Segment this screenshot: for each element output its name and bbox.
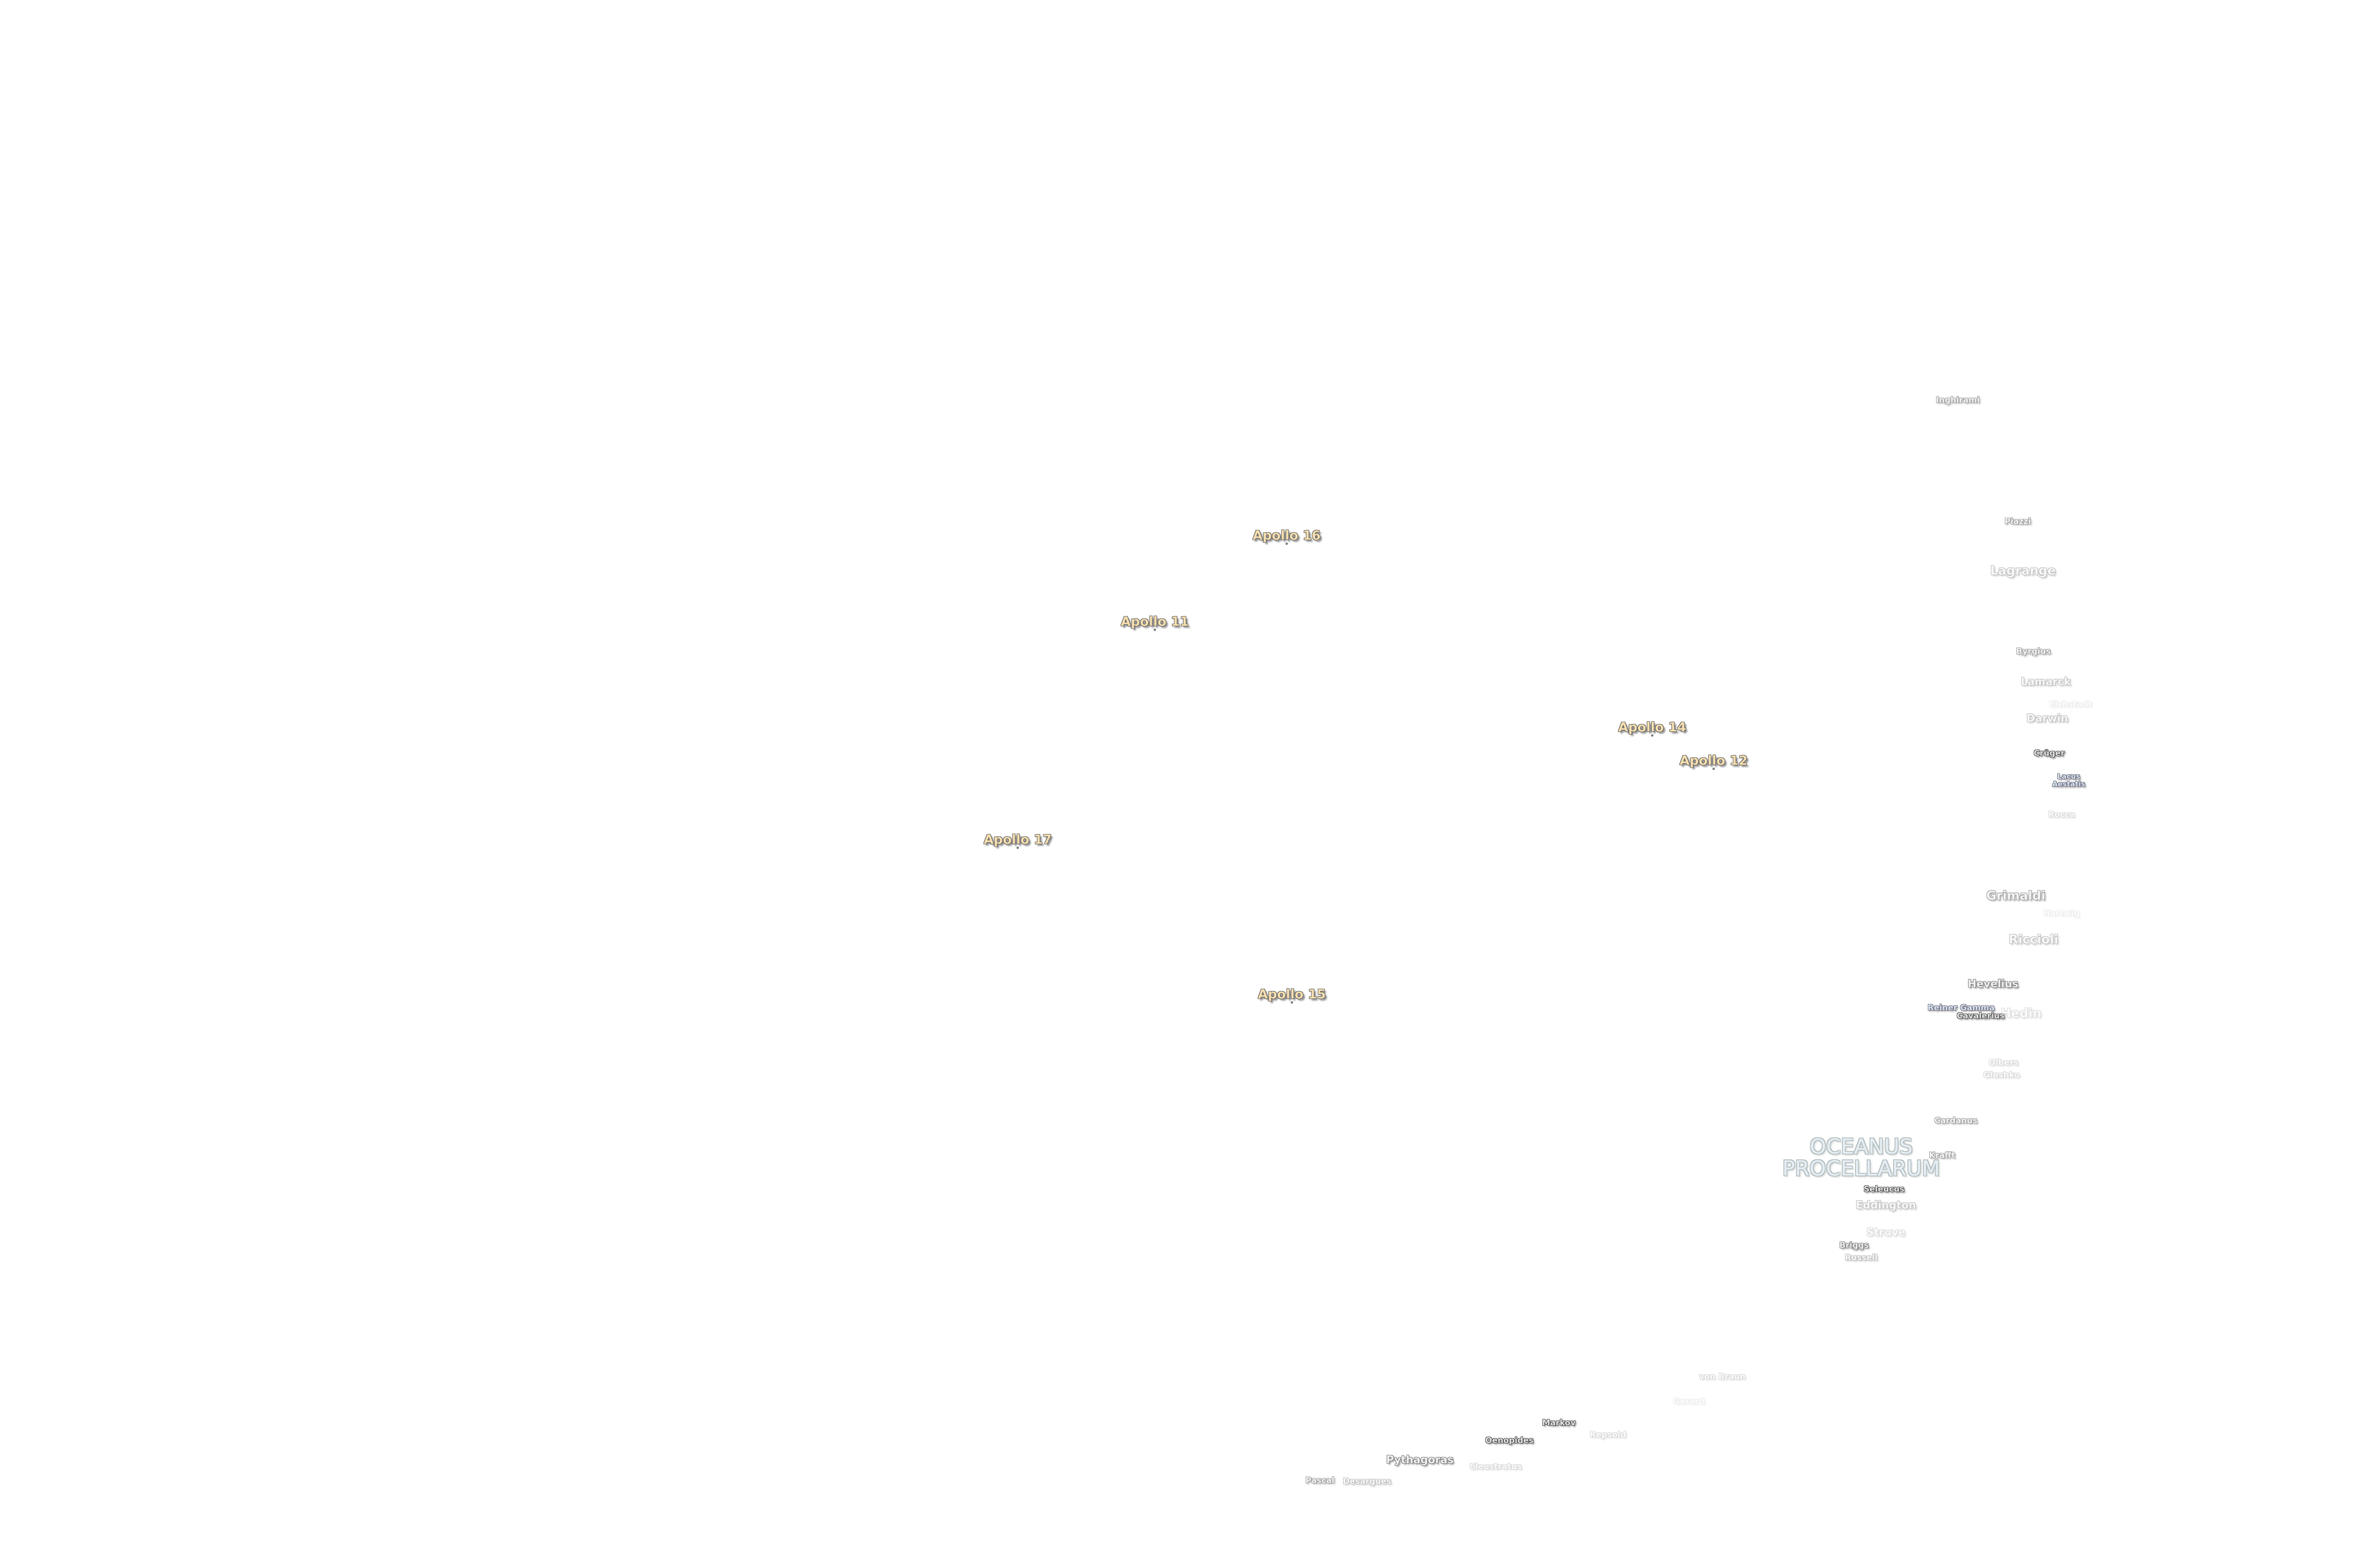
crater-label: Cleostratus — [1469, 1462, 1522, 1472]
crater-label: Olbers — [1988, 1058, 2019, 1068]
crater-label: Struve — [1866, 1226, 1906, 1239]
crater-label: von Braun — [1699, 1372, 1745, 1382]
crater-label: Eddington — [1855, 1199, 1916, 1212]
crater-label: Repsold — [1589, 1430, 1626, 1440]
crater-label: Glushko — [1983, 1070, 2020, 1080]
crater-label: Lamarck — [2021, 676, 2071, 688]
crater-label: Oenopides — [1485, 1436, 1534, 1446]
feature-label-reiner-gamma: Reiner Gamma — [1927, 1003, 1995, 1013]
crater-label: Darwin — [2026, 712, 2068, 725]
crater-label: Cavalerius — [1956, 1011, 2005, 1021]
crater-label: Piazzi — [2004, 517, 2031, 527]
crater-label: Riccioli — [2008, 932, 2059, 947]
crater-label: Gerard — [1673, 1397, 1705, 1407]
crater-label: Grimaldi — [1986, 889, 2046, 903]
crater-label: Lagrange — [1990, 563, 2056, 578]
crater-label: Hevelius — [1967, 978, 2019, 990]
apollo-11-marker[interactable]: Apollo 11 — [1121, 614, 1189, 632]
crater-label: Byrgius — [2016, 647, 2051, 657]
crater-label: Markov — [1542, 1418, 1576, 1428]
crater-label: Hedin — [2001, 1006, 2042, 1021]
sea-label-line: PROCELLARUM — [1782, 1156, 1940, 1181]
crater-label: Krafft — [1929, 1151, 1955, 1161]
apollo-17-marker[interactable]: Apollo 17 — [983, 832, 1052, 850]
apollo-15-marker[interactable]: Apollo 15 — [1258, 987, 1326, 1004]
crater-label: Hartwig — [2043, 909, 2080, 919]
lake-label-line: Aestatis — [2052, 780, 2085, 788]
crater-label: Pascal — [1305, 1476, 1335, 1486]
crater-label: Eichstadt — [2049, 700, 2092, 710]
crater-label: Cardanus — [1934, 1116, 1978, 1126]
lake-label-line: Lacus — [2057, 772, 2081, 781]
crater-label: Seleucus — [1864, 1185, 1904, 1195]
crater-label: Desargues — [1343, 1477, 1391, 1487]
crater-label: Briggs — [1839, 1241, 1869, 1251]
apollo-14-marker[interactable]: Apollo 14 — [1618, 720, 1686, 737]
crater-label: Russell — [1844, 1253, 1878, 1263]
apollo-12-marker[interactable]: Apollo 12 — [1679, 753, 1748, 771]
crater-label: Pythagoras — [1386, 1454, 1454, 1466]
crater-label: Inghirami — [1936, 395, 1980, 405]
crater-label: Crüger — [2033, 749, 2065, 759]
apollo-16-marker[interactable]: Apollo 16 — [1252, 528, 1321, 545]
crater-label: Rocca — [2048, 810, 2075, 820]
sea-label-line: OCEANUS — [1809, 1134, 1913, 1159]
